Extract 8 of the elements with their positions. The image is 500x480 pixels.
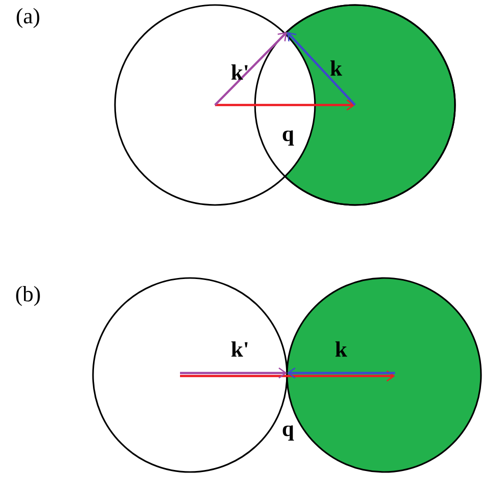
vector-label: q: [282, 425, 294, 441]
vector-label: k: [335, 341, 348, 357]
vector-label: k': [231, 341, 248, 357]
panel-label: (a): [16, 8, 40, 28]
vector-label: q: [282, 130, 294, 146]
panel-label: (b): [16, 286, 40, 306]
vector-label: k': [231, 64, 248, 80]
vector-label: k: [330, 60, 342, 76]
